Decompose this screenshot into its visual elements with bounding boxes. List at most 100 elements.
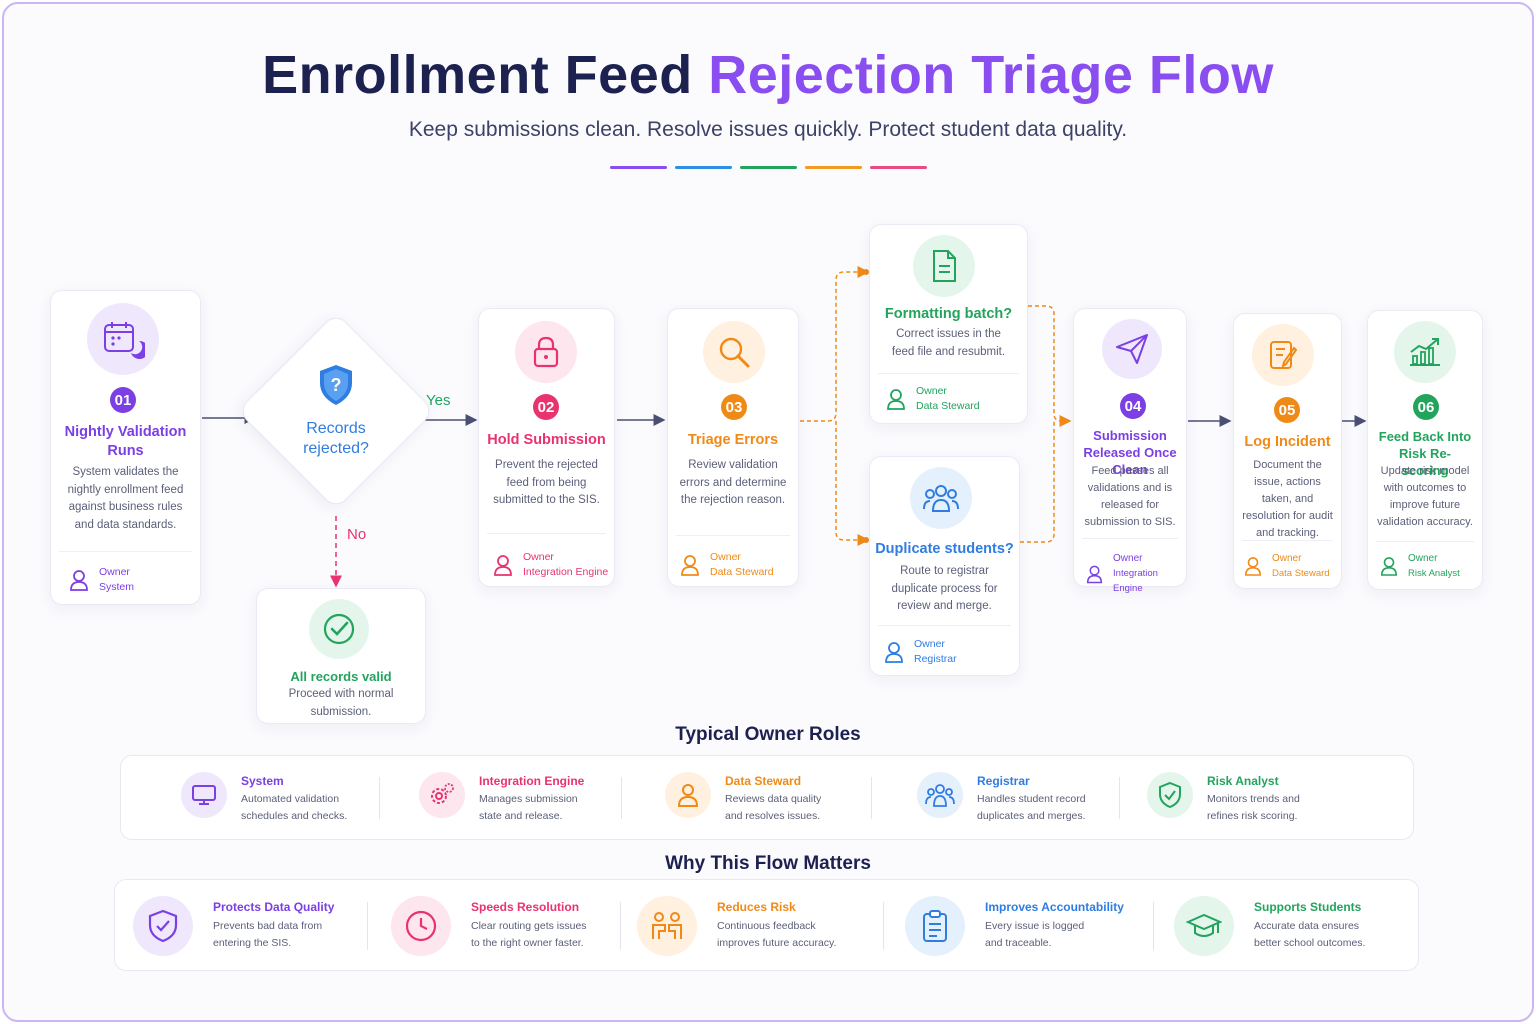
step4-number: 04 bbox=[1120, 393, 1146, 419]
color-dashes bbox=[610, 166, 927, 169]
step6-desc: Update risk model with outcomes to impro… bbox=[1377, 465, 1473, 528]
step6-title: Feed Back Into Risk Re-scoring bbox=[1378, 429, 1472, 478]
step2-number: 02 bbox=[533, 394, 559, 420]
step3-title: Triage Errors bbox=[687, 432, 779, 448]
decision-content: ? Records rejected? bbox=[266, 341, 406, 481]
graduation-cap-icon bbox=[1174, 896, 1234, 956]
why-desc: Continuous feedback improves future accu… bbox=[717, 920, 837, 949]
page-subtitle: Keep submissions clean. Resolve issues q… bbox=[408, 118, 1128, 141]
role-title: Data Steward bbox=[725, 774, 802, 788]
step2-card: 02 Hold Submission Prevent the rejected … bbox=[478, 308, 615, 587]
title-part-dark: Enrollment Feed bbox=[262, 45, 693, 105]
why-desc: Every issue is logged and traceable. bbox=[985, 920, 1085, 949]
owner-person-icon bbox=[887, 389, 905, 410]
owner-name: Integration Engine bbox=[1113, 568, 1158, 594]
step6-number: 06 bbox=[1413, 394, 1439, 420]
owner-label: Owner bbox=[99, 566, 130, 578]
check-circle-icon bbox=[309, 599, 369, 659]
clock-icon bbox=[391, 896, 451, 956]
dash-pink bbox=[870, 166, 927, 169]
why-desc: Clear routing gets issues to the right o… bbox=[471, 920, 587, 949]
valid-title: All records valid bbox=[290, 669, 392, 684]
merge-from-formatting bbox=[1028, 305, 1072, 427]
step3-separator bbox=[676, 535, 790, 536]
owner-label: Owner bbox=[710, 551, 741, 563]
step1-number: 01 bbox=[110, 387, 136, 413]
monitor-icon bbox=[181, 772, 227, 818]
step2-desc: Prevent the rejected feed from being sub… bbox=[493, 459, 600, 506]
role-desc: Manages submission state and release. bbox=[479, 793, 578, 822]
why-divider bbox=[620, 902, 621, 950]
step3-card: 03 Triage Errors Review validation error… bbox=[667, 308, 799, 587]
step2-title: Hold Submission bbox=[487, 432, 606, 448]
owner-label: Owner bbox=[916, 385, 947, 397]
people-arrows-icon bbox=[637, 896, 697, 956]
step1-desc: System validates the nightly enrollment … bbox=[67, 466, 184, 531]
why-title: Supports Students bbox=[1254, 900, 1362, 914]
dash-blue bbox=[675, 166, 732, 169]
owner-person-icon bbox=[885, 642, 903, 663]
shield-check-icon bbox=[1147, 772, 1193, 818]
person-icon bbox=[665, 772, 711, 818]
formatting-card: Formatting batch? Correct issues in the … bbox=[869, 224, 1028, 424]
why-divider bbox=[1153, 902, 1154, 950]
why-title: Speeds Resolution bbox=[471, 900, 580, 914]
owner-name: Risk Analyst bbox=[1408, 568, 1460, 579]
owner-person-icon bbox=[1086, 565, 1103, 583]
role-title: System bbox=[241, 774, 284, 788]
owner-person-icon bbox=[494, 555, 512, 576]
owner-name: Data Steward bbox=[916, 400, 980, 412]
step1-title: Nightly Validation Runs bbox=[64, 424, 187, 459]
owner-person-icon bbox=[1244, 557, 1262, 576]
owner-name: Registrar bbox=[914, 653, 957, 665]
dash-purple bbox=[610, 166, 667, 169]
role-desc: Reviews data quality and resolves issues… bbox=[725, 793, 822, 822]
owner-label: Owner bbox=[1272, 553, 1302, 564]
owner-label: Owner bbox=[914, 638, 945, 650]
shield-question-icon: ? bbox=[316, 363, 356, 412]
duplicate-title: Duplicate students? bbox=[875, 541, 1014, 557]
paper-plane-icon bbox=[1102, 319, 1162, 379]
step4-separator bbox=[1082, 538, 1178, 539]
step6-separator bbox=[1376, 541, 1474, 542]
why-title: Protects Data Quality bbox=[213, 900, 335, 914]
step4-title: Submission Released Once Clean bbox=[1083, 428, 1177, 477]
yes-label: Yes bbox=[426, 392, 451, 409]
why-desc: Accurate data ensures better school outc… bbox=[1254, 920, 1366, 949]
clipboard-icon bbox=[905, 896, 965, 956]
step4-card: 04 Submission Released Once Clean Feed p… bbox=[1073, 308, 1187, 594]
users-icon bbox=[910, 467, 972, 529]
formatting-desc: Correct issues in the feed file and resu… bbox=[891, 328, 1006, 358]
role-divider bbox=[621, 777, 622, 819]
formatting-title: Formatting batch? bbox=[884, 306, 1013, 322]
notebook-pen-icon bbox=[1252, 324, 1314, 386]
dash-green bbox=[740, 166, 797, 169]
growth-chart-icon bbox=[1394, 321, 1456, 383]
magnifier-icon bbox=[703, 321, 765, 383]
title-part-accent: Rejection Triage Flow bbox=[708, 45, 1274, 105]
step2-separator bbox=[487, 533, 606, 534]
step3-number: 03 bbox=[721, 394, 747, 420]
owner-name: Integration Engine bbox=[523, 566, 609, 578]
owner-name: Data Steward bbox=[1272, 568, 1330, 579]
role-divider bbox=[871, 777, 872, 819]
decision-text: Records rejected? bbox=[303, 420, 369, 457]
duplicate-card: Duplicate students? Route to registrar d… bbox=[869, 456, 1020, 676]
branch-dot-bottom bbox=[863, 537, 869, 543]
step1-card: 01 Nightly Validation Runs System valida… bbox=[50, 290, 201, 605]
why-divider bbox=[367, 902, 368, 950]
